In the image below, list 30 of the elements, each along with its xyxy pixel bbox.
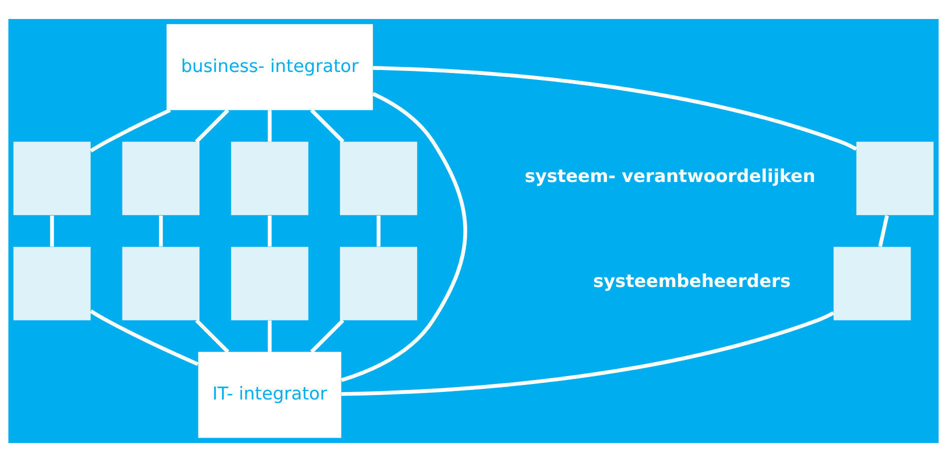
connector [90,108,171,152]
connector [340,92,468,382]
node-box [834,246,911,320]
connector [372,66,858,150]
node-box [122,246,200,320]
node-box: IT- integrator [198,351,342,438]
node-box [13,246,91,320]
node-box [231,246,308,320]
node-box [856,141,934,215]
node-box [13,141,91,215]
connector [195,108,230,143]
node-box [122,141,200,215]
label: systeembeheerders [593,271,791,292]
connector [268,215,272,246]
connector [341,310,834,396]
connector [158,215,163,246]
node-box [340,246,418,320]
node-box [340,141,418,215]
label: systeem- verantwoordelijken [524,166,816,186]
connector [310,108,344,143]
connector [195,318,230,353]
connector [90,308,199,366]
node-box [231,141,308,215]
connector [50,215,54,246]
connector [268,110,272,142]
connector [878,214,889,246]
connector [268,320,272,352]
connector [376,215,380,246]
node-box: business- integrator [166,24,373,110]
connector [310,318,344,353]
